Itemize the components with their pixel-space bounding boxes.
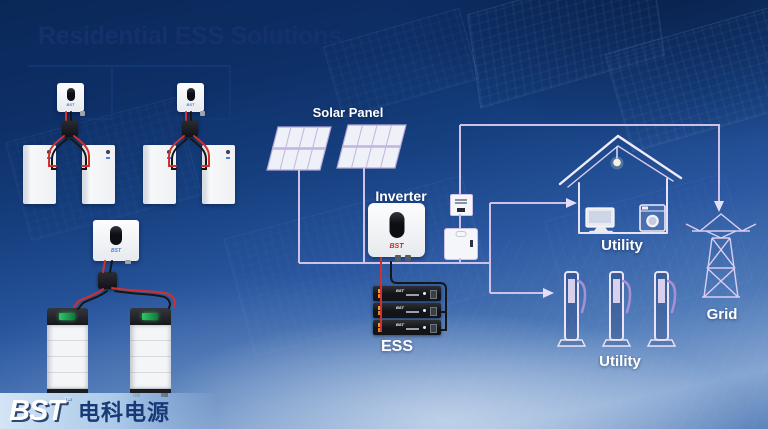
battery-indicator (226, 150, 230, 154)
wall-inverter-1: BST (57, 83, 85, 116)
module-vent (406, 328, 419, 330)
junction-box-3 (98, 272, 117, 289)
wall-inverter-3: BST (93, 220, 139, 264)
module-port (430, 307, 437, 316)
bst-logo: BST (396, 288, 404, 293)
distribution-box (444, 228, 478, 260)
bst-logo: BST (186, 102, 195, 107)
grid-label: Grid (706, 306, 738, 323)
inverter-display (389, 212, 404, 238)
tower-green-display (59, 313, 75, 320)
box-handle (455, 231, 467, 237)
bst-logo: BST (66, 102, 75, 107)
battery-tower-2 (130, 308, 171, 397)
connector (405, 255, 411, 261)
status-led (423, 326, 426, 329)
wall-battery-1 (23, 145, 56, 204)
battery-label-mark (106, 157, 110, 159)
junction-box-1 (62, 120, 78, 137)
page-title: Residential ESS Solutions (38, 22, 342, 50)
orange-connector (378, 306, 382, 315)
wall-battery-2 (82, 145, 115, 204)
battery-tower-1 (47, 308, 88, 397)
battery-label-mark (47, 157, 51, 159)
tower-battery-modules (47, 325, 88, 389)
tower-green-display (142, 313, 158, 320)
building-block (322, 7, 480, 119)
battery-indicator (106, 150, 110, 154)
status-led (423, 292, 426, 295)
ess-module-2: BST (373, 303, 441, 318)
bst-logo: BST (111, 248, 121, 254)
connector (125, 260, 131, 264)
inverter-display (110, 226, 122, 245)
tower-base (47, 389, 88, 393)
tower-battery-modules (130, 325, 171, 389)
module-port (430, 290, 437, 299)
ess-module-3: BST (373, 320, 441, 335)
inverter-label: Inverter (375, 188, 427, 204)
connector (395, 255, 401, 261)
wall-battery-4 (202, 145, 235, 204)
brand-logo: BST ™ 电科电源 (0, 393, 218, 429)
main-inverter: BST (368, 203, 425, 261)
ess-label: ESS (380, 338, 413, 355)
comm-port (200, 111, 205, 116)
bst-logo: BST (389, 243, 404, 250)
inverter-display (186, 88, 195, 101)
comm-port (80, 111, 85, 116)
bst-wordmark: BST (9, 394, 65, 427)
battery-label-mark (226, 157, 230, 159)
wall-inverter-2: BST (177, 83, 205, 116)
junction-box-2 (182, 120, 198, 137)
brand-chinese-name: 电科电源 (78, 400, 171, 425)
solar-panel-label: Solar Panel (312, 105, 384, 120)
bst-logo: BST (396, 322, 404, 327)
ess-module-1: BST (373, 286, 441, 301)
module-vent (406, 294, 419, 296)
wall-battery-3 (143, 145, 176, 204)
tower-base (130, 389, 171, 393)
battery-indicator (167, 150, 171, 154)
meter-line (455, 202, 467, 204)
battery-label-mark (167, 157, 171, 159)
module-port (430, 324, 437, 333)
battery-indicator (47, 150, 51, 154)
status-led (423, 309, 426, 312)
box-latch (470, 240, 473, 247)
meter-display (457, 208, 465, 212)
orange-connector (378, 323, 382, 332)
bst-logo: BST (396, 305, 404, 310)
trademark-symbol: ™ (64, 397, 71, 404)
inverter-display (66, 88, 75, 101)
meter-line (455, 199, 467, 201)
module-vent (406, 311, 419, 313)
utility-ev-label: Utility (599, 353, 641, 370)
orange-connector (378, 289, 382, 298)
utility-home-label: Utility (601, 237, 643, 254)
